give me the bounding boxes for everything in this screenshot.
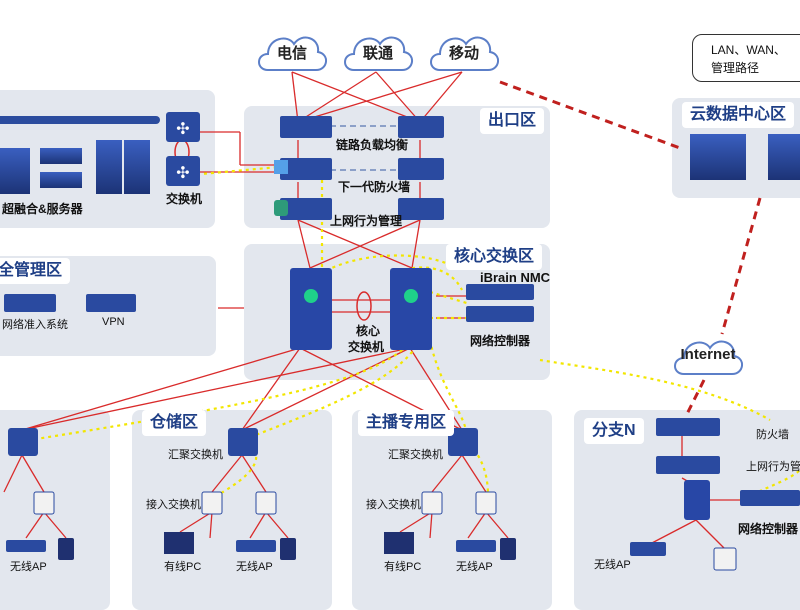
- wireless-ap-label-warehouse: 无线AP: [236, 561, 273, 573]
- wan-links: [499, 80, 762, 417]
- cloud-dc-title: 云数据中心区: [682, 102, 795, 128]
- cloud-telecom: 电信: [254, 28, 330, 76]
- branch-zone-title: 分支N: [584, 418, 644, 444]
- anchor-zone-title: 主播专用区: [358, 410, 455, 436]
- switch-label: 交换机: [166, 192, 203, 206]
- server-rail: [0, 116, 160, 124]
- agg-switch-label-anchor: 汇聚交换机: [388, 449, 443, 461]
- access-switch-label-warehouse: 接入交换机: [146, 499, 201, 511]
- wired-pc-label-anchor: 有线PC: [384, 561, 422, 573]
- core-zone-title: 核心交换区: [446, 244, 543, 270]
- legend-line1: LAN、WAN、: [711, 43, 786, 57]
- behavior-mgmt-label: 上网行为管理: [330, 214, 403, 228]
- cloud-unicom-label: 联通: [362, 45, 393, 62]
- isp-links: [291, 71, 463, 123]
- stack-links: [330, 125, 398, 171]
- cloud-unicom: 联通: [340, 28, 416, 76]
- access-switch-label-anchor: 接入交换机: [366, 499, 421, 511]
- branch-devices: [630, 418, 800, 571]
- cloud-internet-label: Internet: [680, 346, 736, 363]
- core-switch-label-2: 交换机: [348, 340, 385, 354]
- wired-pc-label-warehouse: 有线PC: [164, 561, 202, 573]
- mgmt-path: [29, 49, 800, 501]
- core-switch-label-1: 核心: [356, 324, 381, 338]
- net-controller-label: 网络控制器: [470, 334, 531, 348]
- ibrain-device: [466, 284, 534, 322]
- security-devices: [4, 294, 136, 312]
- branch-ap-label: 无线AP: [594, 559, 631, 571]
- wireless-ap-label-anchor: 无线AP: [456, 561, 493, 573]
- svg-text:✣: ✣: [176, 165, 189, 182]
- legend-line2: 管理路径: [711, 61, 760, 75]
- switch-icon-server: ✣ ✣: [166, 112, 200, 186]
- cloud-dc-servers: [690, 134, 800, 180]
- server-icons: [0, 140, 150, 194]
- cloud-telecom-label: 电信: [276, 45, 307, 62]
- access-devices: [6, 428, 516, 560]
- egress-zone-title: 出口区: [480, 108, 545, 134]
- branch-firewall-label: 防火墙: [756, 429, 789, 441]
- warehouse-zone-title: 仓储区: [142, 410, 207, 436]
- cloud-mobile: 移动: [426, 28, 502, 76]
- security-zone-title: 全管理区: [0, 258, 71, 284]
- cloud-mobile-label: 移动: [448, 45, 479, 62]
- branch-controller-label: 网络控制器: [738, 522, 799, 536]
- svg-text:✣: ✣: [176, 121, 189, 138]
- vpn-label: VPN: [102, 316, 125, 328]
- egress-devices: [274, 116, 444, 220]
- branch-behavior-label: 上网行为管理: [746, 461, 800, 473]
- lan-links: [3, 131, 740, 549]
- ibrain-label: iBrain NMC: [480, 270, 551, 285]
- load-balance-label: 链路负载均衡: [336, 138, 409, 152]
- link-aggregation-rings: [174, 139, 372, 321]
- legend: LAN、WAN、 管理路径: [692, 34, 800, 82]
- cloud-internet: Internet: [670, 332, 746, 380]
- hci-server-label: 超融合&服务器: [2, 202, 83, 216]
- wireless-ap-label-left: 无线AP: [10, 561, 47, 573]
- agg-switch-label-warehouse: 汇聚交换机: [168, 449, 223, 461]
- ngfw-label: 下一代防火墙: [338, 180, 411, 194]
- core-switch-icons: [290, 268, 432, 350]
- nac-label: 网络准入系统: [2, 319, 68, 331]
